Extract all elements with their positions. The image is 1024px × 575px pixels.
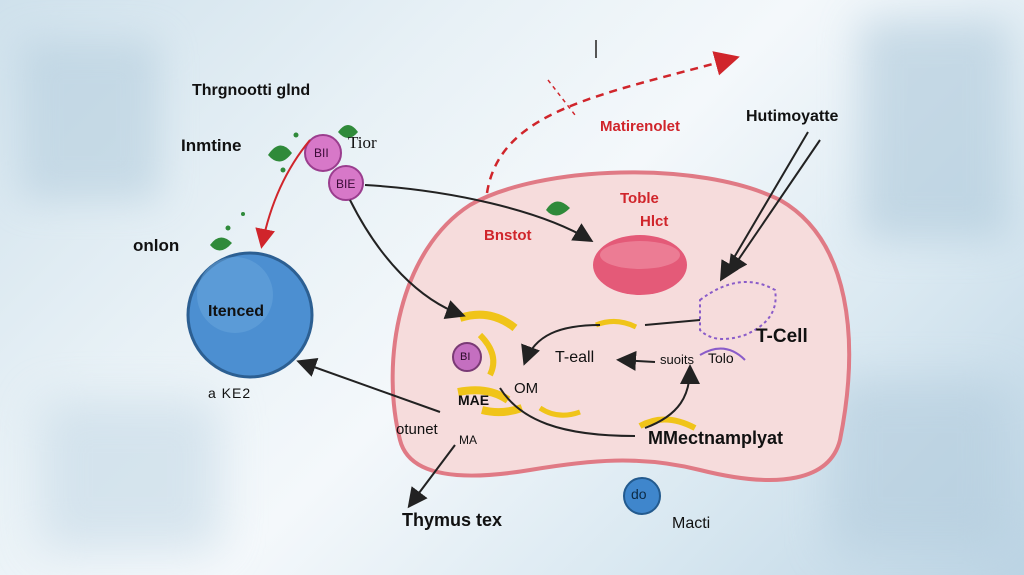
receptor-cluster — [699, 347, 746, 361]
background-shape — [860, 20, 1010, 240]
arrow — [364, 184, 594, 243]
background-shape — [830, 380, 1010, 550]
label-do: do — [631, 486, 647, 502]
purple-cell-top — [304, 134, 342, 172]
label-small-code: a KE2 — [208, 385, 252, 401]
label-macti: Macti — [672, 515, 711, 532]
yellow-marker — [457, 386, 511, 404]
label-blue-dot-bottom: BIE — [336, 177, 356, 191]
red-arrow — [255, 139, 311, 249]
small-blue-cell — [623, 477, 661, 515]
label-ma: MA — [459, 433, 477, 447]
background-shape — [40, 400, 220, 550]
arrow — [499, 387, 636, 437]
leaf — [338, 125, 358, 138]
arrow — [644, 319, 701, 326]
label-tcell-right: T-Cell — [756, 326, 808, 347]
purple-cell-inner — [452, 342, 482, 372]
label-blue-dot-top: BII — [314, 146, 329, 160]
leaf — [210, 237, 232, 251]
arrow — [719, 131, 809, 282]
arrow — [644, 364, 700, 429]
arrow — [521, 324, 601, 366]
label-thymus: Thymus tex — [402, 510, 503, 530]
label-inner-dot: BI — [460, 351, 471, 363]
background-shape — [20, 40, 160, 200]
label-onion: onlon — [133, 236, 180, 255]
label-mae: MAE — [458, 392, 490, 408]
arrow — [349, 199, 466, 320]
arrow — [296, 357, 441, 413]
label-otunet: otunet — [396, 421, 438, 438]
yellow-marker — [481, 404, 524, 417]
arrow — [616, 350, 656, 371]
label-tcell-inner: T-eall — [555, 349, 595, 366]
yellow-marker — [477, 332, 497, 377]
label-tior: Tior — [348, 133, 377, 152]
yellow-marker — [638, 416, 697, 431]
label-suoits: suoits — [660, 352, 694, 367]
label-hutin: Hutimoyatte — [746, 108, 839, 125]
receptor-cluster — [699, 281, 777, 340]
label-tobie: Toble — [620, 190, 659, 207]
label-thyroid: Thrgnootti glnd — [192, 82, 311, 99]
purple-cell-bottom — [328, 165, 364, 201]
yellow-marker — [595, 319, 638, 330]
label-magnoin: Matirenolet — [600, 118, 681, 135]
dashed-arc — [485, 51, 740, 194]
leaf — [546, 201, 570, 216]
label-om: OM — [514, 380, 539, 397]
label-hict: Hlct — [640, 213, 669, 230]
label-tolo: Tolo — [708, 350, 734, 366]
label-immune: Inmtine — [181, 136, 242, 155]
arrow — [407, 444, 456, 509]
leaf — [268, 145, 292, 162]
label-brstot: Bnstot — [484, 227, 532, 244]
label-big-cell: Itenced — [208, 303, 265, 320]
arrow — [727, 139, 821, 276]
yellow-marker — [538, 405, 581, 418]
large-cell — [390, 170, 852, 482]
label-mm-ect: MMectnamplyat — [648, 428, 784, 448]
